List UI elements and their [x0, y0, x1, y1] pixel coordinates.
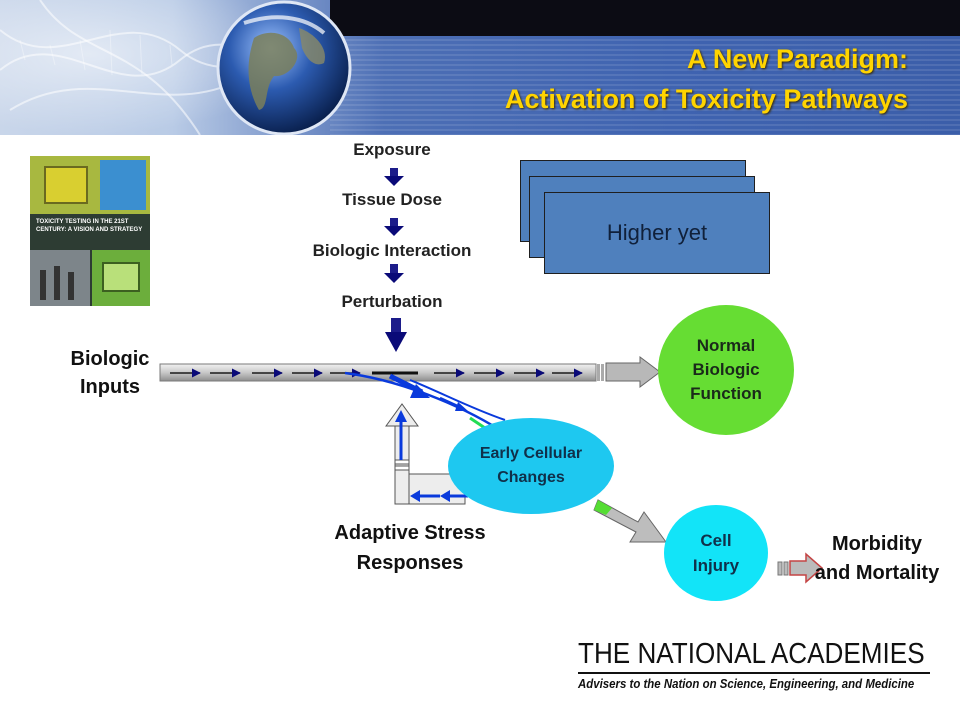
national-academies-logo: THE NATIONAL ACADEMIES Advisers to the N…: [576, 632, 936, 692]
cell-injury-node: Cell Injury: [664, 505, 768, 601]
morbidity-mortality-label: Morbidity and Mortality: [814, 533, 940, 584]
down-arrow-perturbation: [385, 318, 407, 352]
logo-rule: [578, 672, 930, 674]
org-name: THE NATIONAL ACADEMIES: [578, 638, 925, 670]
cover-chip-panel: [30, 156, 150, 214]
cover-photo-computer: [92, 250, 150, 306]
header-top-bar: [330, 0, 960, 36]
down-arrow-2: [384, 218, 404, 236]
cover-photo-people: [30, 250, 90, 306]
morbidity-arrow: [777, 552, 824, 584]
step-biologic-interaction: Biologic Interaction: [312, 241, 472, 260]
normal-biologic-function-node: Normal Biologic Function: [658, 305, 794, 435]
down-arrow-1: [384, 168, 404, 186]
header-stripes: [330, 36, 960, 135]
down-arrow-3: [384, 264, 404, 283]
title-line-1: A New Paradigm:: [686, 44, 908, 74]
biologic-inputs-label: Biologic Inputs: [70, 348, 150, 398]
globe-icon: [216, 0, 352, 135]
stacked-box-higher-yet: Higher yet: [544, 192, 770, 274]
report-cover-image: TOXICITY TESTING IN THE 21ST CENTURY: A …: [30, 156, 150, 306]
dna-helix-graphic: [0, 0, 330, 135]
main-pathway-arrow: [159, 356, 661, 388]
cover-title: TOXICITY TESTING IN THE 21ST CENTURY: A …: [36, 219, 143, 233]
step-tissue-dose: Tissue Dose: [342, 190, 442, 209]
title-line-2: Activation of Toxicity Pathways: [504, 84, 908, 114]
header-banner: A New Paradigm: Activation of Toxicity P…: [0, 0, 960, 135]
adaptive-stress-responses-label: Adaptive Stress Responses: [334, 522, 486, 574]
injury-arrow: [593, 499, 667, 543]
step-perturbation: Perturbation: [341, 292, 443, 311]
early-cellular-changes-node: Early Cellular Changes: [448, 418, 614, 514]
org-tagline: Advisers to the Nation on Science, Engin…: [578, 676, 915, 691]
step-exposure: Exposure: [353, 140, 431, 159]
